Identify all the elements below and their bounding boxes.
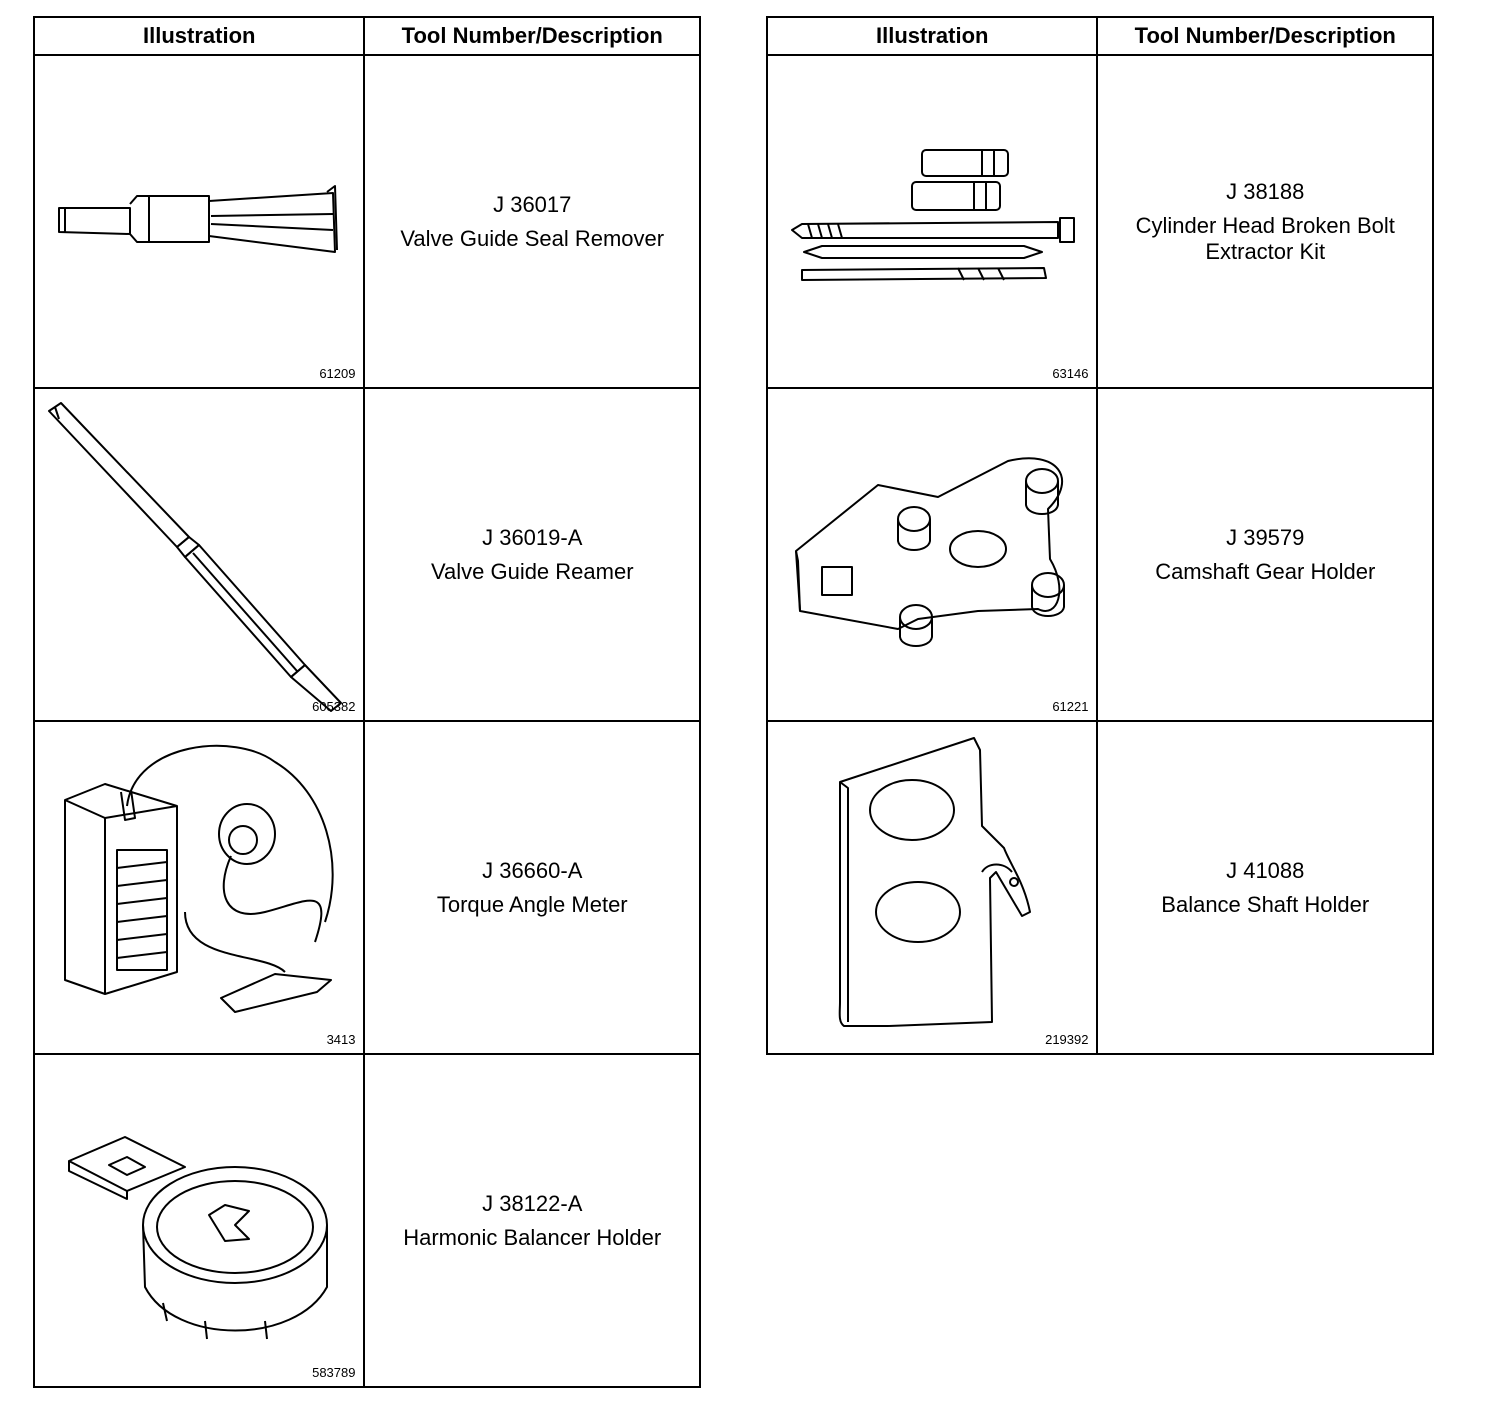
tool-name: Torque Angle Meter [436,891,628,917]
table-row: 63146 J 38188 Cylinder Head Broken Bolt … [765,54,1434,389]
tool-number: J 36660-A [482,857,583,883]
tool-number: J 36019-A [482,524,583,550]
illustration-cell: 583789 [32,1053,366,1388]
tool-description-cell: J 38122-A Harmonic Balancer Holder [363,1053,701,1388]
figure-number: 219392 [1045,1032,1089,1047]
tool-number: J 38188 [1226,178,1305,204]
figure-number: 61209 [319,366,356,381]
figure-number: 61221 [1052,699,1089,714]
illustration-cell: 219392 [765,720,1099,1055]
tool-name: Camshaft Gear Holder [1155,558,1376,584]
shaft-holder-icon [838,737,1031,1027]
tool-number: J 36017 [493,191,572,217]
illustration-cell: 61209 [32,54,366,389]
tool-name: Balance Shaft Holder [1161,891,1370,917]
table-row: 61209 J 36017 Valve Guide Seal Remover [32,54,701,389]
header-row: Illustration Tool Number/Description [32,16,701,56]
tool-description-cell: J 36017 Valve Guide Seal Remover [363,54,701,389]
table-row: 219392 J 41088 Balance Shaft Holder [765,720,1434,1055]
tool-name: Valve Guide Reamer [430,558,634,584]
table-row: 3413 J 36660-A Torque Angle Meter [32,720,701,1055]
tool-number: J 39579 [1226,524,1305,550]
tool-table-left: Illustration Tool Number/Description 612… [32,16,701,1388]
reamer-icon [48,402,342,712]
torque-meter-icon [64,744,334,1013]
table-row: 583789 J 38122-A Harmonic Balancer Holde… [32,1053,701,1388]
tool-header: Tool Number/Description [1096,16,1434,56]
illustration-header: Illustration [32,16,366,56]
balancer-holder-icon [68,1136,328,1340]
table-row: 605382 J 36019-A Valve Guide Reamer [32,387,701,722]
tool-name: Cylinder Head Broken Bolt Extractor Kit [1135,212,1395,264]
gear-holder-icon [795,457,1065,647]
illustration-cell: 3413 [32,720,366,1055]
figure-number: 63146 [1052,366,1089,381]
tool-description-cell: J 38188 Cylinder Head Broken Bolt Extrac… [1096,54,1434,389]
tool-table-right: Illustration Tool Number/Description 631… [765,16,1434,1055]
tool-name: Valve Guide Seal Remover [400,225,665,251]
figure-number: 605382 [312,699,356,714]
tool-description-cell: J 41088 Balance Shaft Holder [1096,720,1434,1055]
tool-description-cell: J 36660-A Torque Angle Meter [363,720,701,1055]
illustration-header: Illustration [765,16,1099,56]
illustration-cell: 61221 [765,387,1099,722]
extractor-kit-icon [791,149,1075,281]
tool-header: Tool Number/Description [363,16,701,56]
figure-number: 3413 [326,1032,356,1047]
table-row: 61221 J 39579 Camshaft Gear Holder [765,387,1434,722]
figure-number: 583789 [312,1365,356,1380]
illustration-cell: 63146 [765,54,1099,389]
header-row: Illustration Tool Number/Description [765,16,1434,56]
tool-number: J 41088 [1226,857,1305,883]
tool-description-cell: J 36019-A Valve Guide Reamer [363,387,701,722]
illustration-cell: 605382 [32,387,366,722]
tool-name: Harmonic Balancer Holder [403,1224,662,1250]
tool-number: J 38122-A [482,1190,583,1216]
tool-description-cell: J 39579 Camshaft Gear Holder [1096,387,1434,722]
seal-remover-icon [58,185,338,253]
